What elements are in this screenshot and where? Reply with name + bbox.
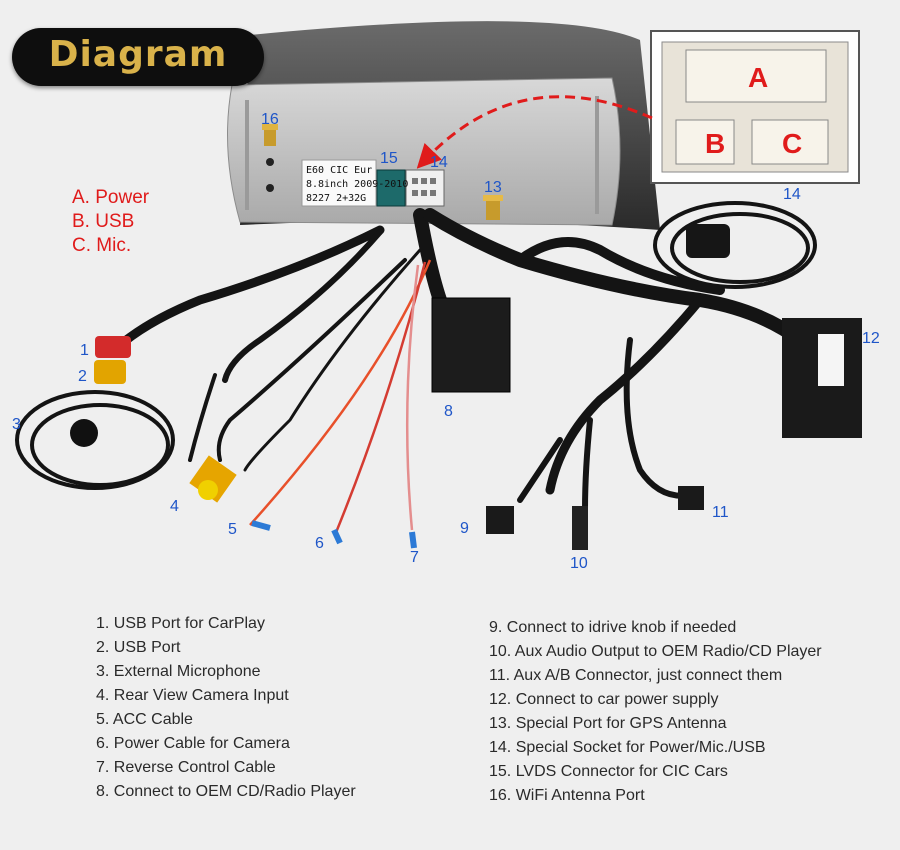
unit-label-line: E60 CIC Eur — [306, 165, 373, 176]
screw-hole — [266, 184, 274, 192]
page-title: Diagram — [48, 34, 228, 75]
callout-16: 16 — [261, 111, 279, 128]
acc-cable-tip — [251, 520, 271, 531]
inset-letter-c: C — [782, 128, 803, 159]
idrive-knob-connector — [486, 506, 514, 534]
oem-radio-connector — [431, 297, 511, 393]
aux-ab-connector — [678, 486, 704, 510]
connector-b — [675, 119, 735, 165]
callout-6: 6 — [315, 535, 324, 552]
label-c-mic: C. Mic. — [72, 235, 132, 256]
legend-item: 16. WiFi Antenna Port — [489, 787, 645, 804]
camera-power-tip — [331, 528, 343, 545]
callout-10: 10 — [570, 555, 588, 572]
label-b-usb: B. USB — [72, 211, 135, 232]
rear-camera-connector — [189, 455, 237, 503]
legend-item: 1. USB Port for CarPlay — [96, 615, 265, 632]
connector-a — [685, 49, 827, 103]
aux-audio-jack — [572, 506, 588, 550]
callout-7: 7 — [410, 549, 419, 566]
inset-letter-a: A — [748, 62, 769, 93]
legend-item: 4. Rear View Camera Input — [96, 687, 289, 704]
title-badge: Diagram — [12, 28, 264, 86]
usb-connector — [94, 360, 126, 384]
unit-label-sticker — [301, 159, 377, 207]
callout-14: 14 — [430, 154, 448, 171]
usb-carplay-connector — [95, 336, 131, 358]
callout-9: 9 — [460, 520, 469, 537]
gps-antenna — [686, 224, 730, 258]
microphone — [70, 419, 98, 447]
legend-right: 9. Connect to idrive knob if needed 10. … — [489, 616, 822, 808]
callout-13: 13 — [484, 179, 502, 196]
callout-5: 5 — [228, 521, 237, 538]
legend-item: 6. Power Cable for Camera — [96, 735, 290, 752]
colored-wires — [249, 259, 432, 536]
callout-14-inset: 14 — [783, 186, 801, 203]
callout-15: 15 — [380, 150, 398, 167]
legend-left: 1. USB Port for CarPlay 2. USB Port 3. E… — [96, 612, 356, 804]
legend-item: 14. Special Socket for Power/Mic./USB — [489, 739, 766, 756]
legend-item: 15. LVDS Connector for CIC Cars — [489, 763, 728, 780]
callout-12: 12 — [862, 330, 880, 347]
microphone-cable-coil — [15, 390, 175, 490]
label-a-power: A. Power — [72, 187, 150, 208]
inset-letter-b: B — [705, 128, 726, 159]
legend-item: 13. Special Port for GPS Antenna — [489, 715, 727, 732]
callout-2: 2 — [78, 368, 87, 385]
chassis-vents — [245, 96, 599, 214]
legend-item: 7. Reverse Control Cable — [96, 759, 276, 776]
callout-8: 8 — [444, 403, 453, 420]
gps-cable-coil — [653, 201, 817, 289]
connector-c — [751, 119, 829, 165]
callout-3: 3 — [12, 416, 21, 433]
callout-4: 4 — [170, 498, 179, 515]
cable-harness — [115, 208, 807, 513]
callout-11: 11 — [712, 504, 729, 521]
red-dashed-arrow — [416, 95, 653, 169]
reverse-cable-tip — [409, 531, 417, 549]
legend-item: 3. External Microphone — [96, 663, 261, 680]
power-mic-usb-socket — [405, 169, 445, 207]
legend-item: 2. USB Port — [96, 639, 181, 656]
car-power-connector-label — [818, 334, 844, 386]
legend-item: 10. Aux Audio Output to OEM Radio/CD Pla… — [489, 643, 822, 660]
lvds-connector — [376, 169, 406, 207]
unit-label-line: 8.8inch 2009-2010 — [306, 179, 409, 190]
gps-antenna-port — [483, 195, 503, 220]
legend-item: 12. Connect to car power supply — [489, 691, 719, 708]
legend-item: 9. Connect to idrive knob if needed — [489, 619, 737, 636]
callout-1: 1 — [80, 342, 89, 359]
unit-label-line: 8227 2+32G — [306, 193, 367, 204]
screw-hole — [266, 158, 274, 166]
legend-item: 8. Connect to OEM CD/Radio Player — [96, 783, 356, 800]
wifi-antenna-port — [262, 124, 278, 146]
legend-item: 5. ACC Cable — [96, 711, 193, 728]
legend-item: 11. Aux A/B Connector, just connect them — [489, 667, 783, 684]
